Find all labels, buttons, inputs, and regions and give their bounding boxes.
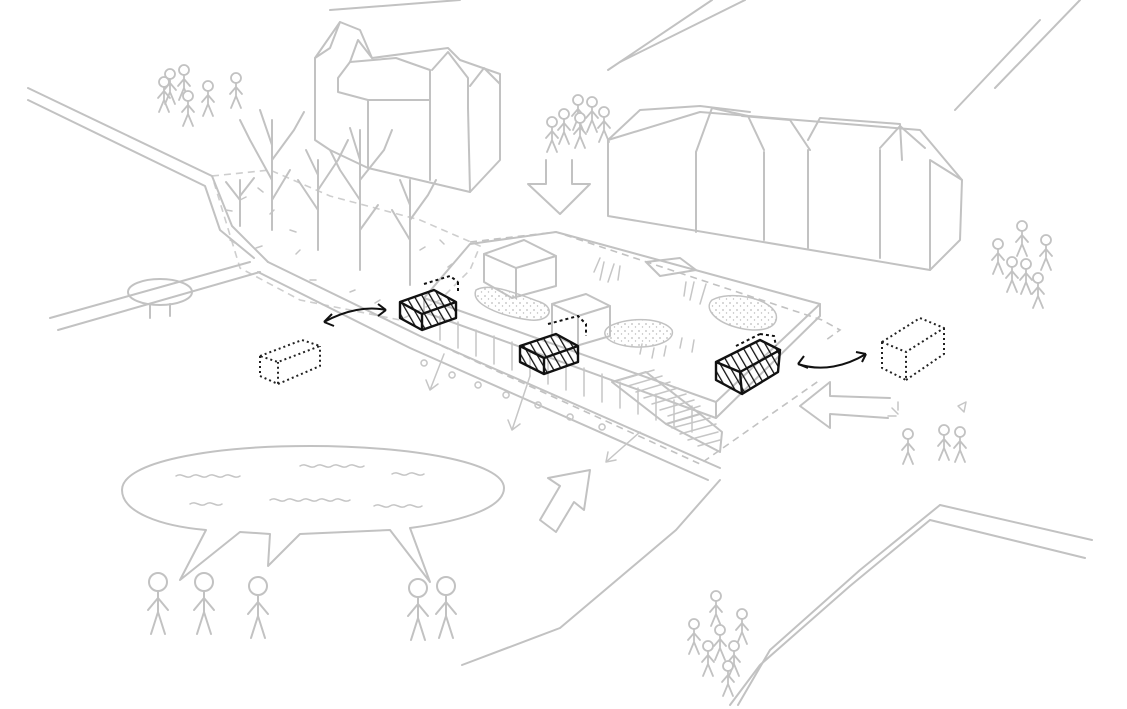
entry-arrow-icon: [539, 469, 591, 533]
speech-bubble-icon: [121, 445, 505, 583]
pop-up-module-icon: [259, 317, 945, 385]
entry-arrow-icon: [799, 381, 891, 429]
crowd-icon: [157, 64, 243, 127]
historic-building-left: [314, 21, 501, 193]
footbridge: [127, 278, 193, 319]
flow-arrows: [425, 159, 891, 533]
hatched-modules: [398, 274, 782, 396]
crowd-icon: [887, 401, 967, 465]
crowd-icon: [545, 94, 611, 153]
long-building-right: [607, 105, 963, 271]
entry-arrow-icon: [527, 159, 591, 215]
crowd-icon: [687, 590, 749, 697]
crowd-icon: [147, 572, 457, 641]
park-area: [210, 169, 482, 321]
bare-trees: [225, 109, 437, 286]
crowd-icon: [991, 220, 1053, 309]
exchange-arrow-icon: [323, 303, 867, 369]
